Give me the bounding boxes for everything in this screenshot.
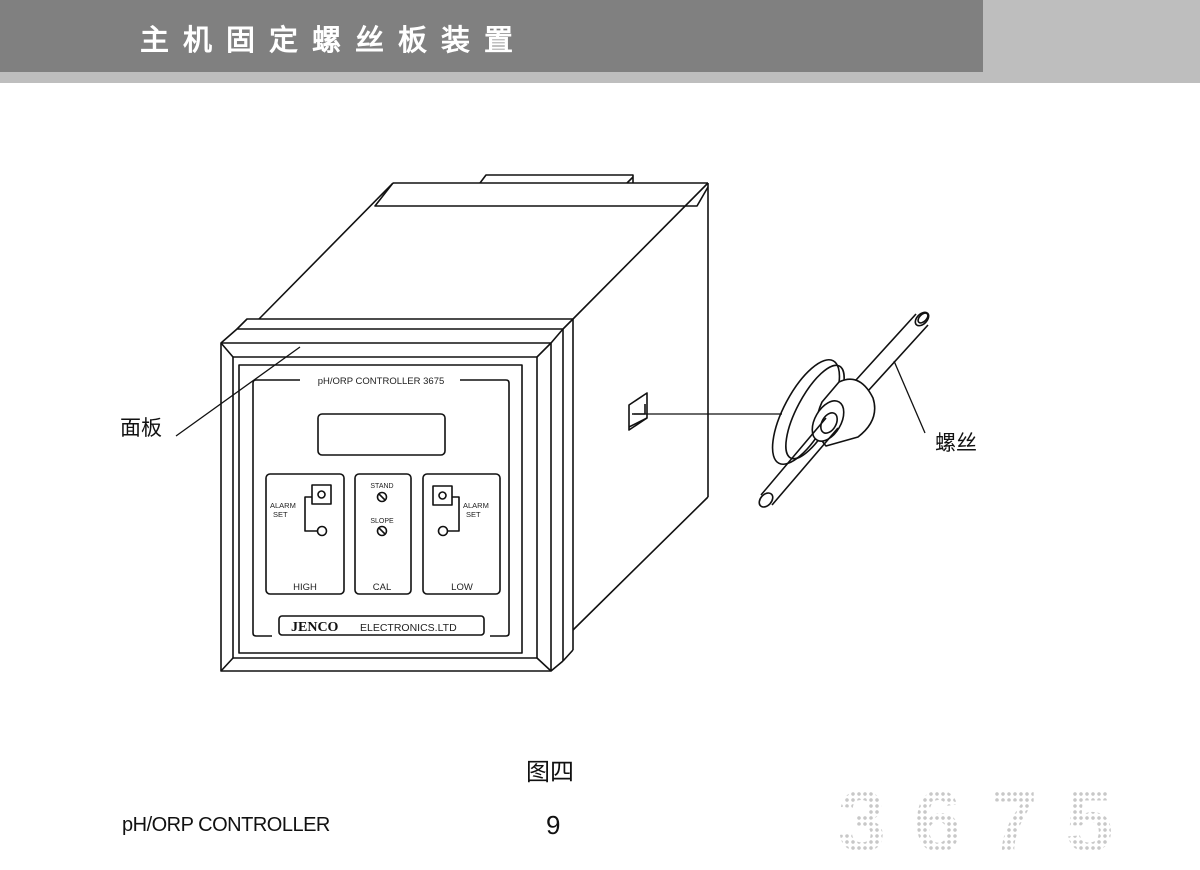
low-label: LOW (451, 582, 473, 593)
page-title: 主机固定螺丝板装置 (140, 23, 528, 57)
module-high (265, 473, 345, 595)
module-low (422, 473, 501, 595)
figure-caption: 图四 (526, 758, 574, 786)
module-cal (354, 473, 412, 595)
low-alarm-label: ALARM (463, 501, 489, 510)
display-window (317, 413, 446, 456)
high-alarm-label: ALARM (270, 501, 296, 510)
header-bar (0, 0, 983, 72)
stand-label: STAND (370, 483, 393, 490)
slope-label: SLOPE (370, 518, 394, 525)
cal-label: CAL (373, 582, 391, 593)
model-watermark: 3675 (838, 774, 1142, 870)
housing-top-face (258, 182, 709, 320)
brand-plate (278, 615, 485, 636)
low-set-label: SET (466, 510, 481, 519)
top-tab (479, 174, 634, 184)
panel-callout-line (175, 346, 301, 437)
panel-title: pH/ORP CONTROLLER 3675 (318, 376, 445, 387)
front-frame (220, 342, 552, 672)
bezel-top (220, 318, 574, 344)
high-set-label: SET (273, 510, 288, 519)
side-slot (628, 392, 648, 431)
page-number: 9 (546, 810, 561, 840)
screw-callout-label: 螺丝 (935, 431, 977, 455)
panel-callout-label: 面板 (120, 416, 162, 440)
stand-knob-icon (376, 491, 388, 503)
screw-callout-line (893, 360, 926, 434)
housing-right-face (572, 183, 709, 631)
bezel-right (550, 319, 574, 672)
footer-product-name: pH/ORP CONTROLLER (122, 814, 330, 836)
screw-icon (758, 311, 930, 508)
slope-knob-icon (376, 525, 388, 537)
brand-suffix: ELECTRONICS.LTD (360, 622, 457, 634)
brand-logo: JENCO (291, 620, 339, 635)
high-label: HIGH (293, 582, 317, 593)
